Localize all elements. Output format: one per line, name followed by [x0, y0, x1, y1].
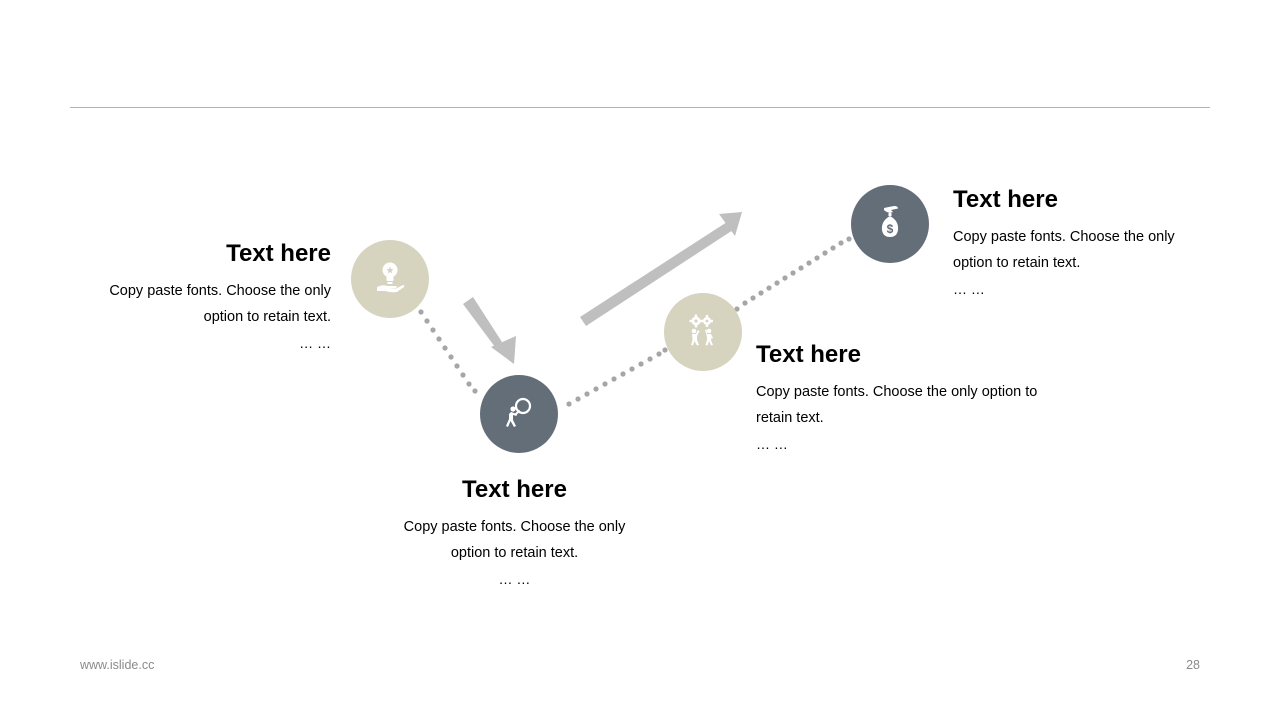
header-divider [70, 107, 1210, 108]
step-2-title: Text here [462, 476, 567, 503]
step-2-ellipsis: … … [498, 571, 531, 587]
step-1-ellipsis: … … [299, 335, 331, 351]
step-2-circle [480, 375, 558, 453]
teamwork-gears-icon [683, 310, 723, 355]
step-4-text: Text here Copy paste fonts. Choose the o… [953, 186, 1193, 302]
footer-website: www.islide.cc [80, 658, 155, 672]
step-4-description: Copy paste fonts. Choose the only option… [953, 229, 1175, 271]
lightbulb-hand-icon [370, 257, 410, 302]
step-4-circle: $ [851, 185, 929, 263]
dotted-connector-3 [734, 236, 852, 312]
down-arrow [463, 297, 516, 364]
step-4-title: Text here [953, 186, 1058, 213]
page-number: 28 [1186, 658, 1200, 672]
step-3-circle [664, 293, 742, 371]
person-pushing-icon [499, 392, 539, 437]
step-4-ellipsis: … … [953, 281, 985, 297]
step-1-circle [351, 240, 429, 318]
step-1-description: Copy paste fonts. Choose the only option… [109, 283, 331, 325]
step-3-ellipsis: … … [756, 436, 788, 452]
step-3-text: Text here Copy paste fonts. Choose the o… [756, 341, 1056, 457]
dotted-connector-1 [418, 309, 478, 394]
step-1-title: Text here [226, 240, 331, 267]
step-3-description: Copy paste fonts. Choose the only option… [756, 384, 1038, 426]
step-3-title: Text here [756, 341, 861, 368]
step-2-text: Text here Copy paste fonts. Choose the o… [394, 476, 635, 592]
step-2-description: Copy paste fonts. Choose the only option… [403, 519, 626, 561]
money-bag-hand-icon: $ [870, 202, 910, 247]
svg-text:$: $ [887, 222, 894, 236]
dotted-connector-2 [566, 347, 668, 407]
step-1-text: Text here Copy paste fonts. Choose the o… [80, 240, 331, 356]
up-arrow [580, 212, 742, 326]
